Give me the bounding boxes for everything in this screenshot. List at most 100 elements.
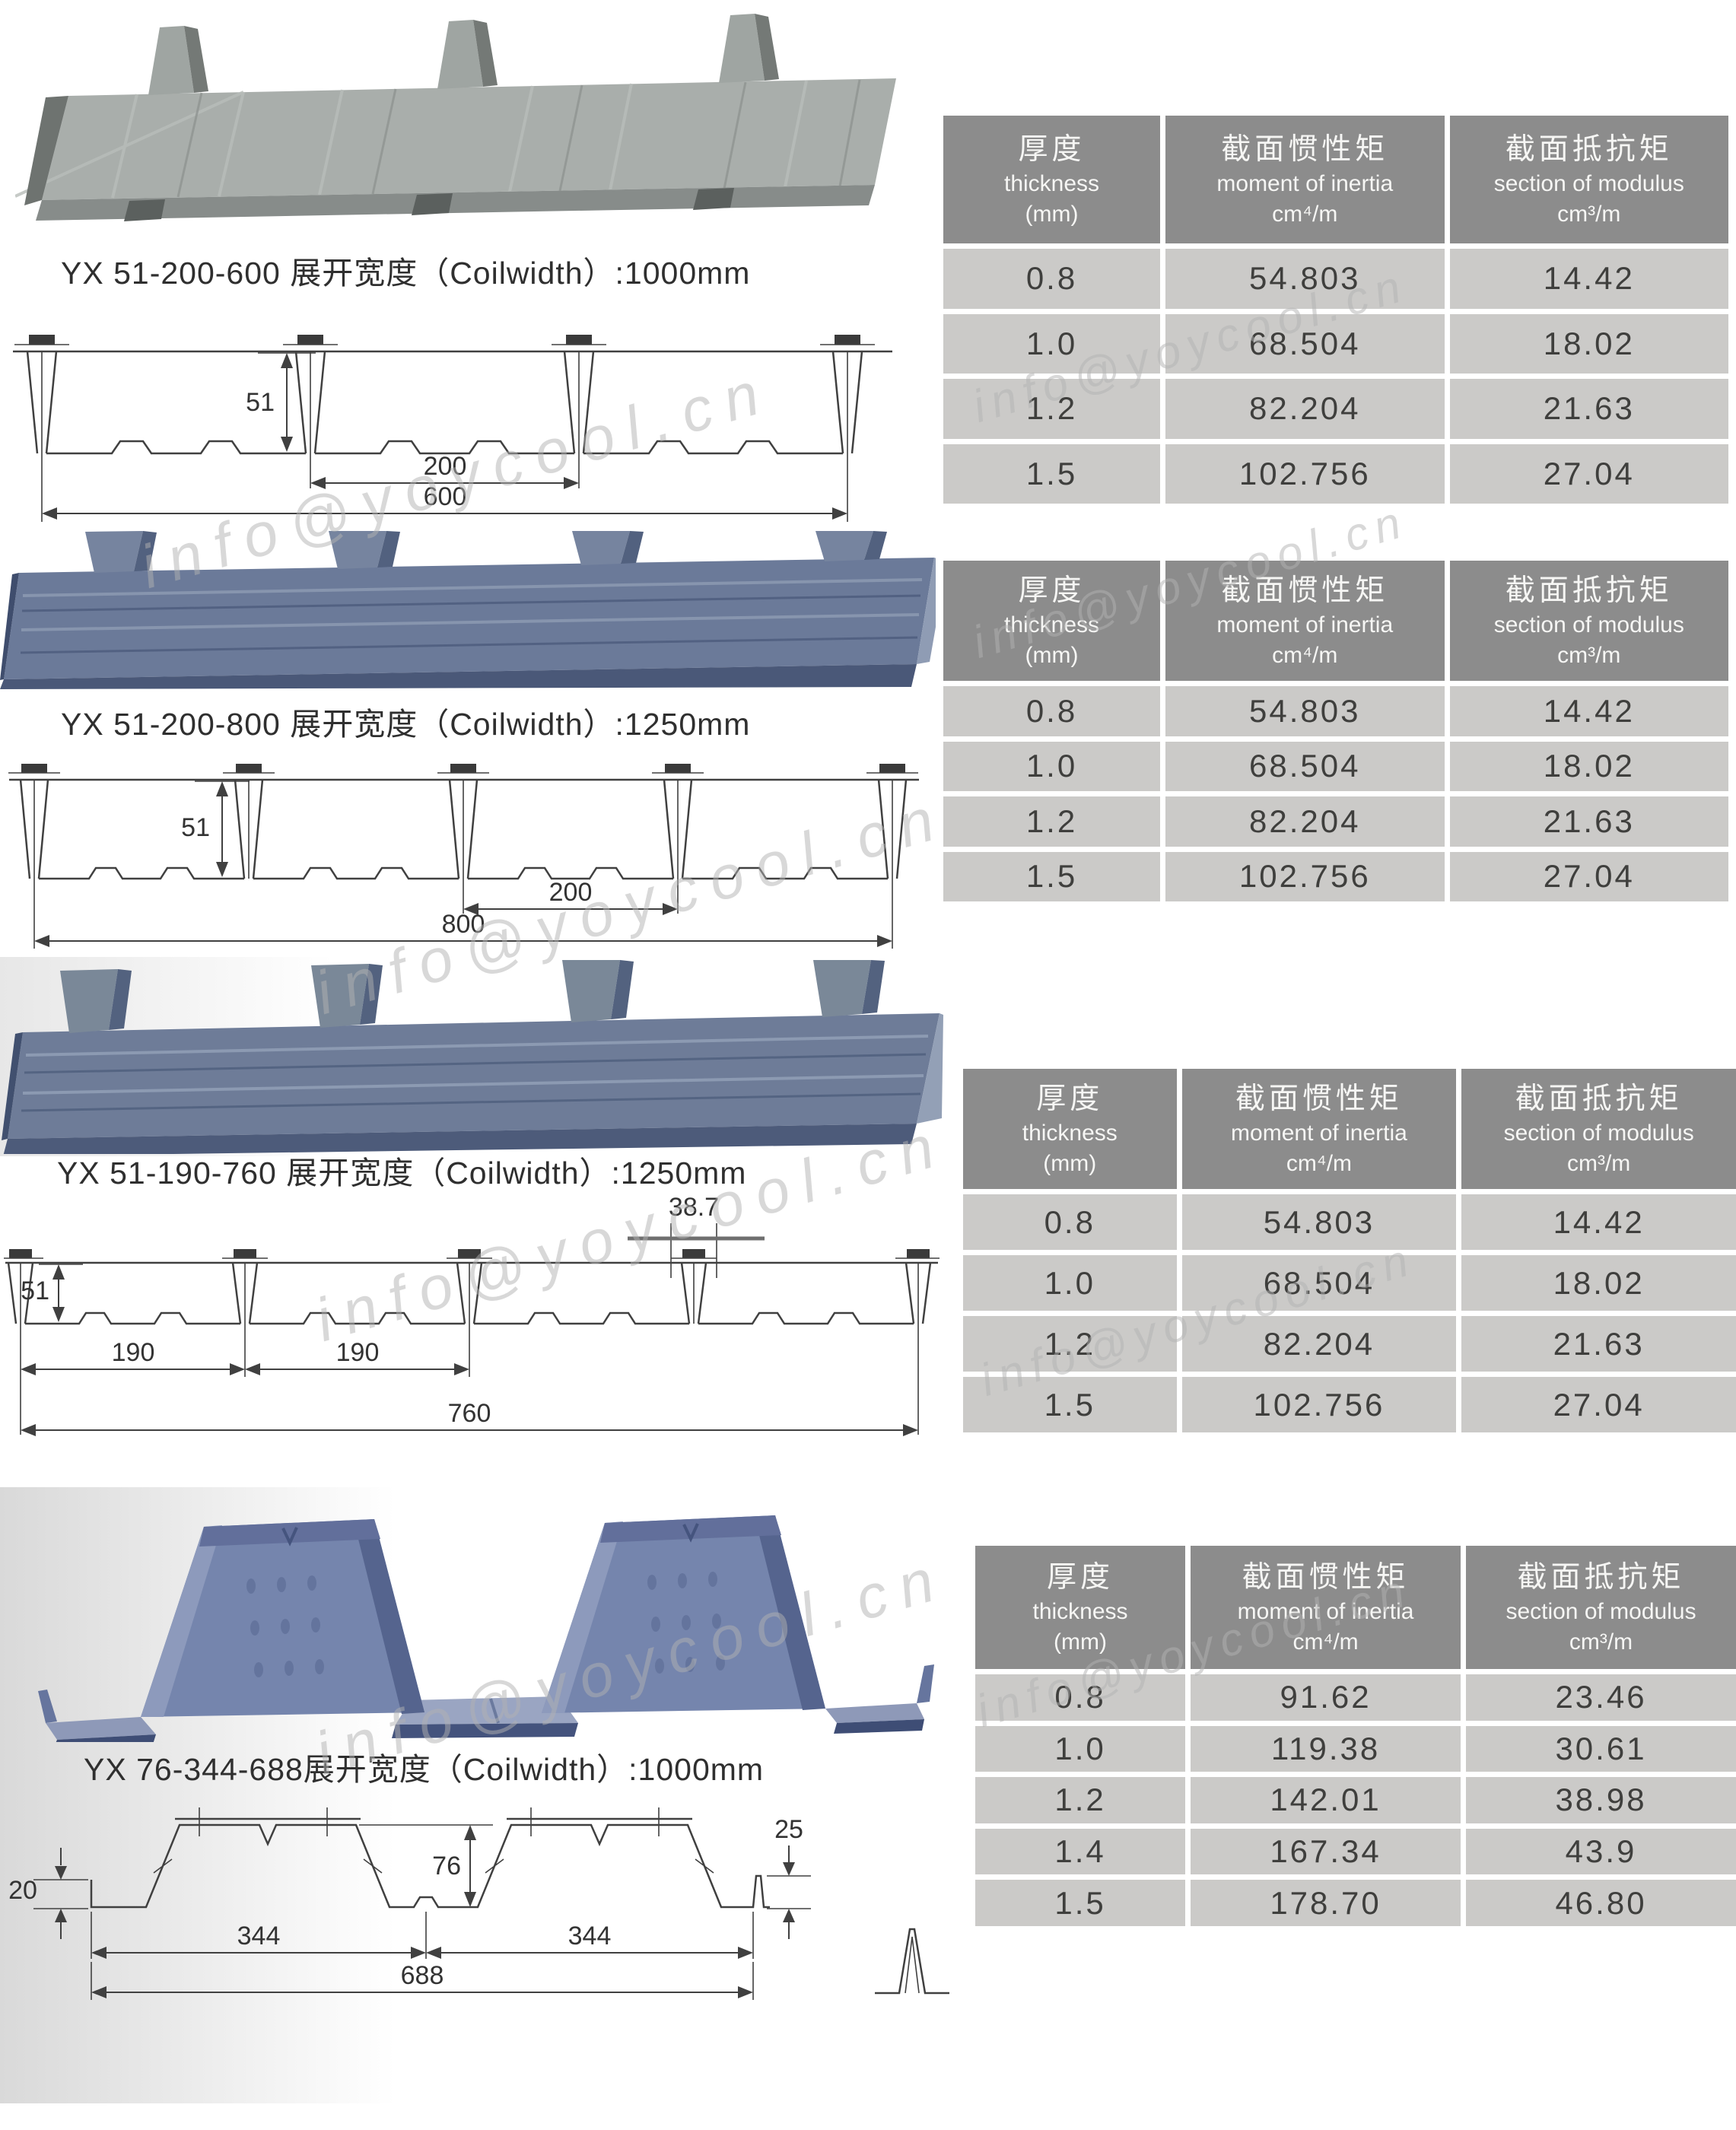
- dim-label-height: 51: [21, 1276, 49, 1305]
- table-row: 1.2 82.204 21.63: [943, 796, 1729, 847]
- cell-thickness: 1.2: [963, 1316, 1177, 1372]
- cell-modulus: 14.42: [1461, 1194, 1736, 1250]
- column-header-modulus: 截面抵抗矩 section of modulus cm³/m: [1449, 561, 1729, 681]
- cell-thickness: 1.2: [975, 1777, 1186, 1823]
- table-row: 1.2 82.204 21.63: [943, 379, 1729, 439]
- table-row: 1.0 119.38 30.61: [975, 1725, 1736, 1772]
- section-title-3: YX 51-190-760 展开宽度（Coilwidth）:1250mm: [57, 1156, 747, 1191]
- modulus-unit: cm³/m: [1557, 201, 1621, 227]
- table-row: 0.8 54.803 14.42: [943, 249, 1729, 309]
- table-row: 1.5 102.756 27.04: [943, 443, 1729, 504]
- cell-modulus: 30.61: [1466, 1725, 1736, 1772]
- modulus-zh: 截面抵抗矩: [1515, 1082, 1683, 1115]
- table-row: 0.8 91.62 23.46: [975, 1674, 1736, 1721]
- modulus-zh: 截面抵抗矩: [1505, 132, 1673, 166]
- cell-modulus: 27.04: [1449, 851, 1729, 901]
- table-row: 0.8 54.803 14.42: [943, 686, 1729, 736]
- table-row: 1.0 68.504 18.02: [943, 313, 1729, 374]
- cell-inertia: 119.38: [1191, 1725, 1461, 1772]
- cell-modulus: 21.63: [1461, 1316, 1736, 1372]
- cell-modulus: 14.42: [1449, 249, 1729, 309]
- cell-inertia: 91.62: [1191, 1674, 1461, 1721]
- column-header-inertia: 截面惯性矩 moment of inertia cm⁴/m: [1181, 1069, 1457, 1189]
- cell-modulus: 14.42: [1449, 686, 1729, 736]
- cell-modulus: 21.63: [1449, 796, 1729, 847]
- inertia-zh: 截面惯性矩: [1221, 132, 1389, 166]
- inertia-zh: 截面惯性矩: [1242, 1560, 1410, 1594]
- cell-inertia: 54.803: [1181, 1194, 1457, 1250]
- dim-label-total: 688: [401, 1961, 444, 1990]
- modulus-en: section of modulus: [1493, 171, 1684, 197]
- cell-inertia: 178.70: [1191, 1880, 1461, 1926]
- column-header-modulus: 截面抵抗矩 section of modulus cm³/m: [1449, 116, 1729, 243]
- thickness-en: thickness: [1003, 171, 1100, 197]
- cell-thickness: 1.0: [975, 1725, 1186, 1772]
- cell-modulus: 43.9: [1466, 1828, 1736, 1875]
- dim-label-right-lip: 25: [774, 1815, 803, 1844]
- dim-label-pitch: 200: [549, 878, 593, 907]
- table-row: 1.5 102.756 27.04: [943, 851, 1729, 901]
- section-title-4: YX 76-344-688展开宽度（Coilwidth）:1000mm: [84, 1752, 765, 1787]
- table-row: 1.4 167.34 43.9: [975, 1828, 1736, 1875]
- dim-label-pitch1: 190: [112, 1338, 155, 1367]
- cell-thickness: 1.0: [943, 313, 1161, 374]
- column-header-thickness: 厚度 thickness (mm): [943, 116, 1161, 243]
- cell-thickness: 1.5: [943, 851, 1161, 901]
- dim-label-pitch1: 344: [237, 1922, 281, 1950]
- table-row: 1.0 68.504 18.02: [943, 741, 1729, 791]
- dim-label-total: 600: [424, 482, 467, 511]
- modulus-unit: cm³/m: [1566, 1150, 1631, 1176]
- spec-table-header: 厚度 thickness (mm) 截面惯性矩 moment of inerti…: [943, 116, 1729, 243]
- dim-label-total: 800: [442, 910, 485, 939]
- thickness-zh: 厚度: [1047, 1560, 1114, 1594]
- cell-inertia: 54.803: [1165, 686, 1445, 736]
- cell-thickness: 1.5: [963, 1377, 1177, 1432]
- product-photo-yx51-200-800: [0, 531, 936, 689]
- inertia-unit: cm⁴/m: [1292, 1629, 1359, 1655]
- cell-modulus: 21.63: [1449, 379, 1729, 439]
- inertia-unit: cm⁴/m: [1272, 201, 1338, 227]
- cell-thickness: 0.8: [943, 686, 1161, 736]
- inertia-en: moment of inertia: [1237, 1599, 1414, 1625]
- dim-label-height: 51: [181, 813, 210, 842]
- profile-drawing-yx51-190-760: 38.7 51 190 190 760: [4, 1193, 940, 1436]
- product-photo-yx76-344-688: [38, 1515, 934, 1742]
- dim-label-total: 760: [448, 1399, 491, 1428]
- inertia-en: moment of inertia: [1216, 171, 1394, 197]
- table-row: 1.5 102.756 27.04: [963, 1377, 1736, 1432]
- cell-modulus: 38.98: [1466, 1777, 1736, 1823]
- profile-drawing-yx51-200-800: 51 200 800: [8, 764, 919, 949]
- table-row: 1.5 178.70 46.80: [975, 1880, 1736, 1926]
- thickness-en: thickness: [1022, 1121, 1118, 1146]
- profile-drawing-yx51-200-600: 51 200 600: [13, 335, 892, 522]
- modulus-zh: 截面抵抗矩: [1517, 1560, 1685, 1594]
- cell-thickness: 1.2: [943, 379, 1161, 439]
- modulus-unit: cm³/m: [1569, 1629, 1633, 1655]
- spec-table-yx76-344-688: 厚度 thickness (mm) 截面惯性矩 moment of inerti…: [975, 1546, 1736, 1926]
- cell-inertia: 102.756: [1181, 1377, 1457, 1432]
- cell-modulus: 23.46: [1466, 1674, 1736, 1721]
- cell-inertia: 82.204: [1165, 379, 1445, 439]
- thickness-unit: (mm): [1025, 201, 1079, 227]
- cell-inertia: 102.756: [1165, 443, 1445, 504]
- spec-table-header: 厚度 thickness (mm) 截面惯性矩 moment of inerti…: [963, 1069, 1736, 1189]
- cell-thickness: 1.0: [963, 1255, 1177, 1311]
- inertia-unit: cm⁴/m: [1272, 642, 1338, 668]
- cell-inertia: 68.504: [1181, 1255, 1457, 1311]
- spec-table-header: 厚度 thickness (mm) 截面惯性矩 moment of inerti…: [975, 1546, 1736, 1669]
- modulus-en: section of modulus: [1505, 1599, 1696, 1625]
- profile-drawing-yx76-344-688: 76 20 25 344 344 688: [8, 1807, 949, 2000]
- cell-thickness: 1.4: [975, 1828, 1186, 1875]
- cell-inertia: 142.01: [1191, 1777, 1461, 1823]
- column-header-thickness: 厚度 thickness (mm): [943, 561, 1161, 681]
- section-title-1: YX 51-200-600 展开宽度（Coilwidth）:1000mm: [61, 256, 751, 291]
- spec-table-header: 厚度 thickness (mm) 截面惯性矩 moment of inerti…: [943, 561, 1729, 681]
- cell-thickness: 1.5: [975, 1880, 1186, 1926]
- cell-inertia: 68.504: [1165, 313, 1445, 374]
- thickness-zh: 厚度: [1018, 574, 1086, 607]
- column-header-modulus: 截面抵抗矩 section of modulus cm³/m: [1466, 1546, 1736, 1669]
- modulus-en: section of modulus: [1493, 612, 1684, 638]
- column-header-inertia: 截面惯性矩 moment of inertia cm⁴/m: [1165, 116, 1445, 243]
- modulus-en: section of modulus: [1503, 1121, 1694, 1146]
- inertia-en: moment of inertia: [1231, 1121, 1407, 1146]
